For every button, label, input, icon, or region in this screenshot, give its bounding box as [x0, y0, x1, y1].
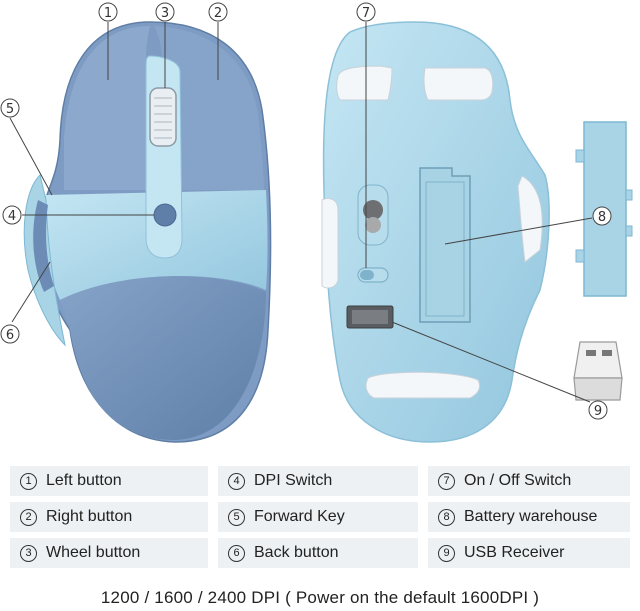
legend-item-right-button: 2 Right button: [10, 502, 208, 532]
scroll-wheel: [149, 87, 177, 147]
legend-item-forward-key: 5 Forward Key: [218, 502, 418, 532]
svg-text:5: 5: [6, 102, 14, 117]
legend-label: Battery warehouse: [464, 508, 598, 525]
legend-number: 7: [438, 472, 455, 490]
callout-8: 8: [592, 206, 612, 226]
legend-item-back-button: 6 Back button: [218, 538, 418, 568]
svg-text:7: 7: [362, 6, 370, 21]
callout-3: 3: [155, 2, 175, 22]
skate-right-side: [517, 175, 543, 263]
legend-item-on-off-switch: 7 On / Off Switch: [428, 466, 630, 496]
dpi-footer-text: 1200 / 1600 / 2400 DPI ( Power on the de…: [100, 588, 540, 607]
svg-text:3: 3: [161, 6, 169, 21]
callout-4: 4: [2, 205, 22, 225]
callout-7: 7: [356, 2, 376, 22]
palm-rest: [60, 276, 266, 440]
legend-number: 3: [20, 544, 37, 562]
callout-2: 2: [208, 2, 228, 22]
skate-top-right: [423, 67, 494, 101]
legend-number: 6: [228, 544, 245, 562]
skate-left-side: [321, 197, 339, 289]
product-diagram: 1 3 2 5 4 6 7 8 9: [0, 2, 633, 443]
center-column: [145, 55, 183, 259]
legend-label: Forward Key: [254, 508, 345, 525]
dpi-button: [153, 203, 177, 227]
callouts: 1 3 2 5 4 6 7 8 9: [0, 2, 612, 420]
callout-1: 1: [98, 2, 118, 22]
legend-item-battery-warehouse: 8 Battery warehouse: [428, 502, 630, 532]
callout-9: 9: [588, 400, 608, 420]
mouse-bottom-view: [321, 21, 550, 443]
callout-5: 5: [0, 98, 20, 118]
legend-label: Right button: [46, 508, 133, 525]
callout-lines: [9, 22, 593, 403]
legend-label: Back button: [254, 544, 339, 561]
svg-text:1: 1: [104, 6, 112, 21]
legend-item-left-button: 1 Left button: [10, 466, 208, 496]
legend-label: Left button: [46, 472, 122, 489]
svg-text:8: 8: [598, 210, 606, 225]
legend-item-dpi-switch: 4 DPI Switch: [218, 466, 418, 496]
svg-text:2: 2: [214, 6, 222, 21]
usb-receiver: [573, 341, 623, 401]
legend-item-wheel-button: 3 Wheel button: [10, 538, 208, 568]
legend-number: 4: [228, 472, 245, 490]
svg-text:4: 4: [8, 209, 16, 224]
legend-label: Wheel button: [46, 544, 141, 561]
legend-number: 1: [20, 472, 37, 490]
legend-label: On / Off Switch: [464, 472, 572, 489]
legend-label: USB Receiver: [464, 544, 565, 561]
legend-number: 2: [20, 508, 37, 526]
mouse-illustration: 1 3 2 5 4 6 7 8 9: [0, 2, 633, 443]
skate-top-left: [336, 65, 393, 101]
legend-item-usb-receiver: 9 USB Receiver: [428, 538, 630, 568]
skate-bottom: [365, 371, 481, 399]
legend-grid: 1 Left button 4 DPI Switch 7 On / Off Sw…: [10, 466, 630, 570]
battery-compartment: [419, 167, 471, 323]
callout-6: 6: [0, 324, 20, 344]
legend-number: 5: [228, 508, 245, 526]
svg-text:6: 6: [6, 328, 14, 343]
side-buttons-shape: [33, 200, 54, 292]
legend-label: DPI Switch: [254, 472, 333, 489]
mouse-top-view: [23, 21, 272, 443]
left-button-shape: [64, 26, 150, 190]
legend-number: 8: [438, 508, 455, 526]
svg-text:9: 9: [594, 404, 602, 419]
right-button-shape: [154, 26, 264, 190]
legend-number: 9: [438, 544, 455, 562]
